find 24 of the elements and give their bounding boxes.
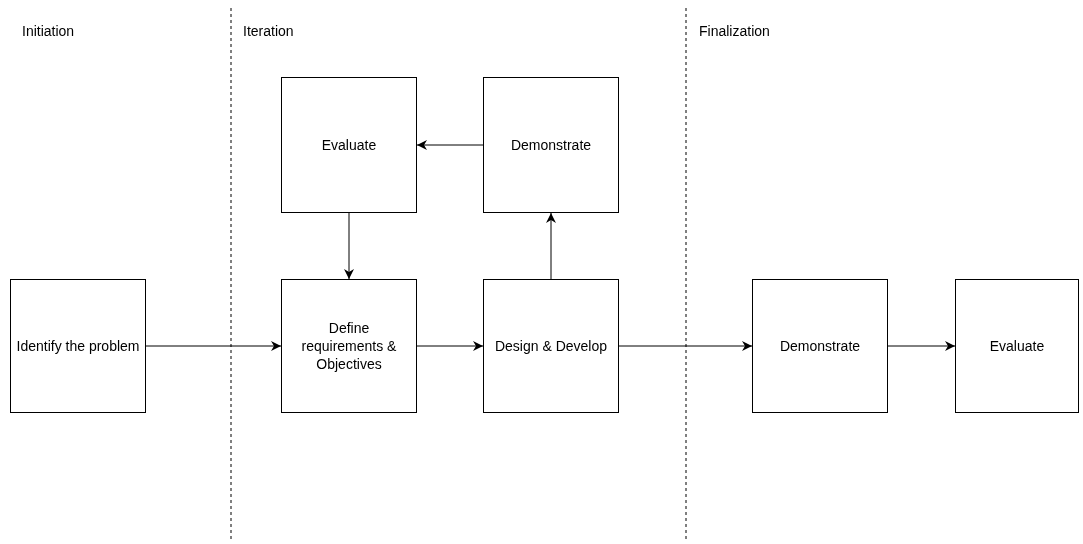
arrow <box>618 341 753 351</box>
arrow <box>416 140 484 150</box>
box-label: Define requirements & Objectives <box>300 319 398 373</box>
arrow <box>546 212 556 280</box>
phase-label: Iteration <box>243 23 294 39</box>
box-label: Demonstrate <box>510 136 592 154</box>
process-box <box>483 77 619 213</box>
arrow <box>416 341 484 351</box>
arrow <box>344 212 354 280</box>
arrow <box>145 341 282 351</box>
process-box <box>752 279 888 413</box>
process-box <box>10 279 146 413</box>
box-label: Evaluate <box>321 136 377 154</box>
process-box <box>281 279 417 413</box>
box-label: Identify the problem <box>16 337 140 355</box>
arrow <box>887 341 956 351</box>
box-label: Evaluate <box>989 337 1045 355</box>
box-label: Demonstrate <box>779 337 861 355</box>
process-box <box>483 279 619 413</box>
process-box <box>281 77 417 213</box>
box-label: Design & Develop <box>494 337 608 355</box>
phase-label: Finalization <box>699 23 770 39</box>
process-box <box>955 279 1079 413</box>
phase-label: Initiation <box>22 23 75 39</box>
